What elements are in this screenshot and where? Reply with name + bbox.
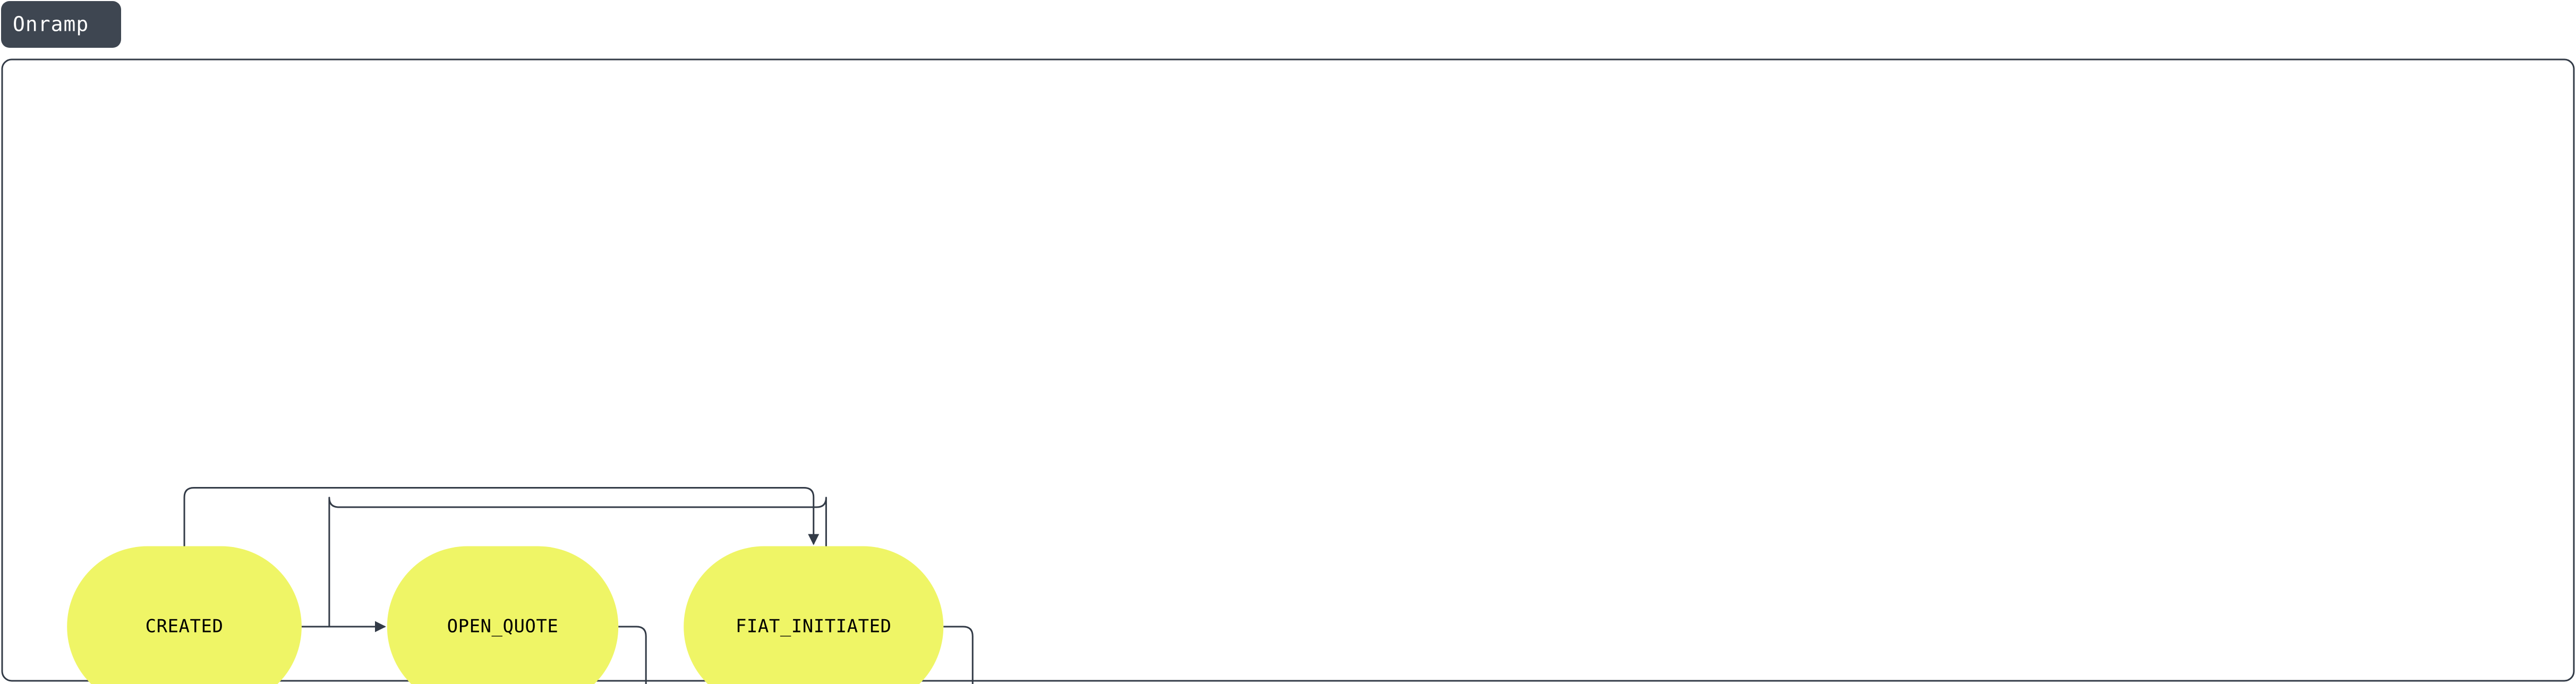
state-node-open-quote[interactable]: OPEN_QUOTE [387,546,619,684]
node-label: CREATED [146,615,224,637]
node-label: OPEN_QUOTE [447,615,559,637]
node-label: FIAT_INITIATED [736,615,892,637]
edge-open-quote-to-awaiting-funds [328,497,827,684]
diagram-frame [1,58,2575,682]
node-shape [684,546,944,684]
title-badge: Onramp [1,1,121,48]
node-shape [67,546,302,684]
state-node-created[interactable]: CREATED [67,546,302,684]
edge-fiat-initiated-to-fiat-pending [943,626,974,684]
state-node-fiat-initiated[interactable]: FIAT_INITIATED [684,546,944,684]
node-layer: CREATEDNOT_INITIATEDOPEN_QUOTEQUOTE_FAIL… [67,546,944,684]
title-badge-label: Onramp [13,13,89,36]
node-shape [387,546,619,684]
edge-created-to-fiat-initiated [183,487,820,546]
title-badge-background [1,1,121,48]
edge-layer [183,487,974,684]
edge-open-quote-to-awaiting-funds [618,626,647,684]
